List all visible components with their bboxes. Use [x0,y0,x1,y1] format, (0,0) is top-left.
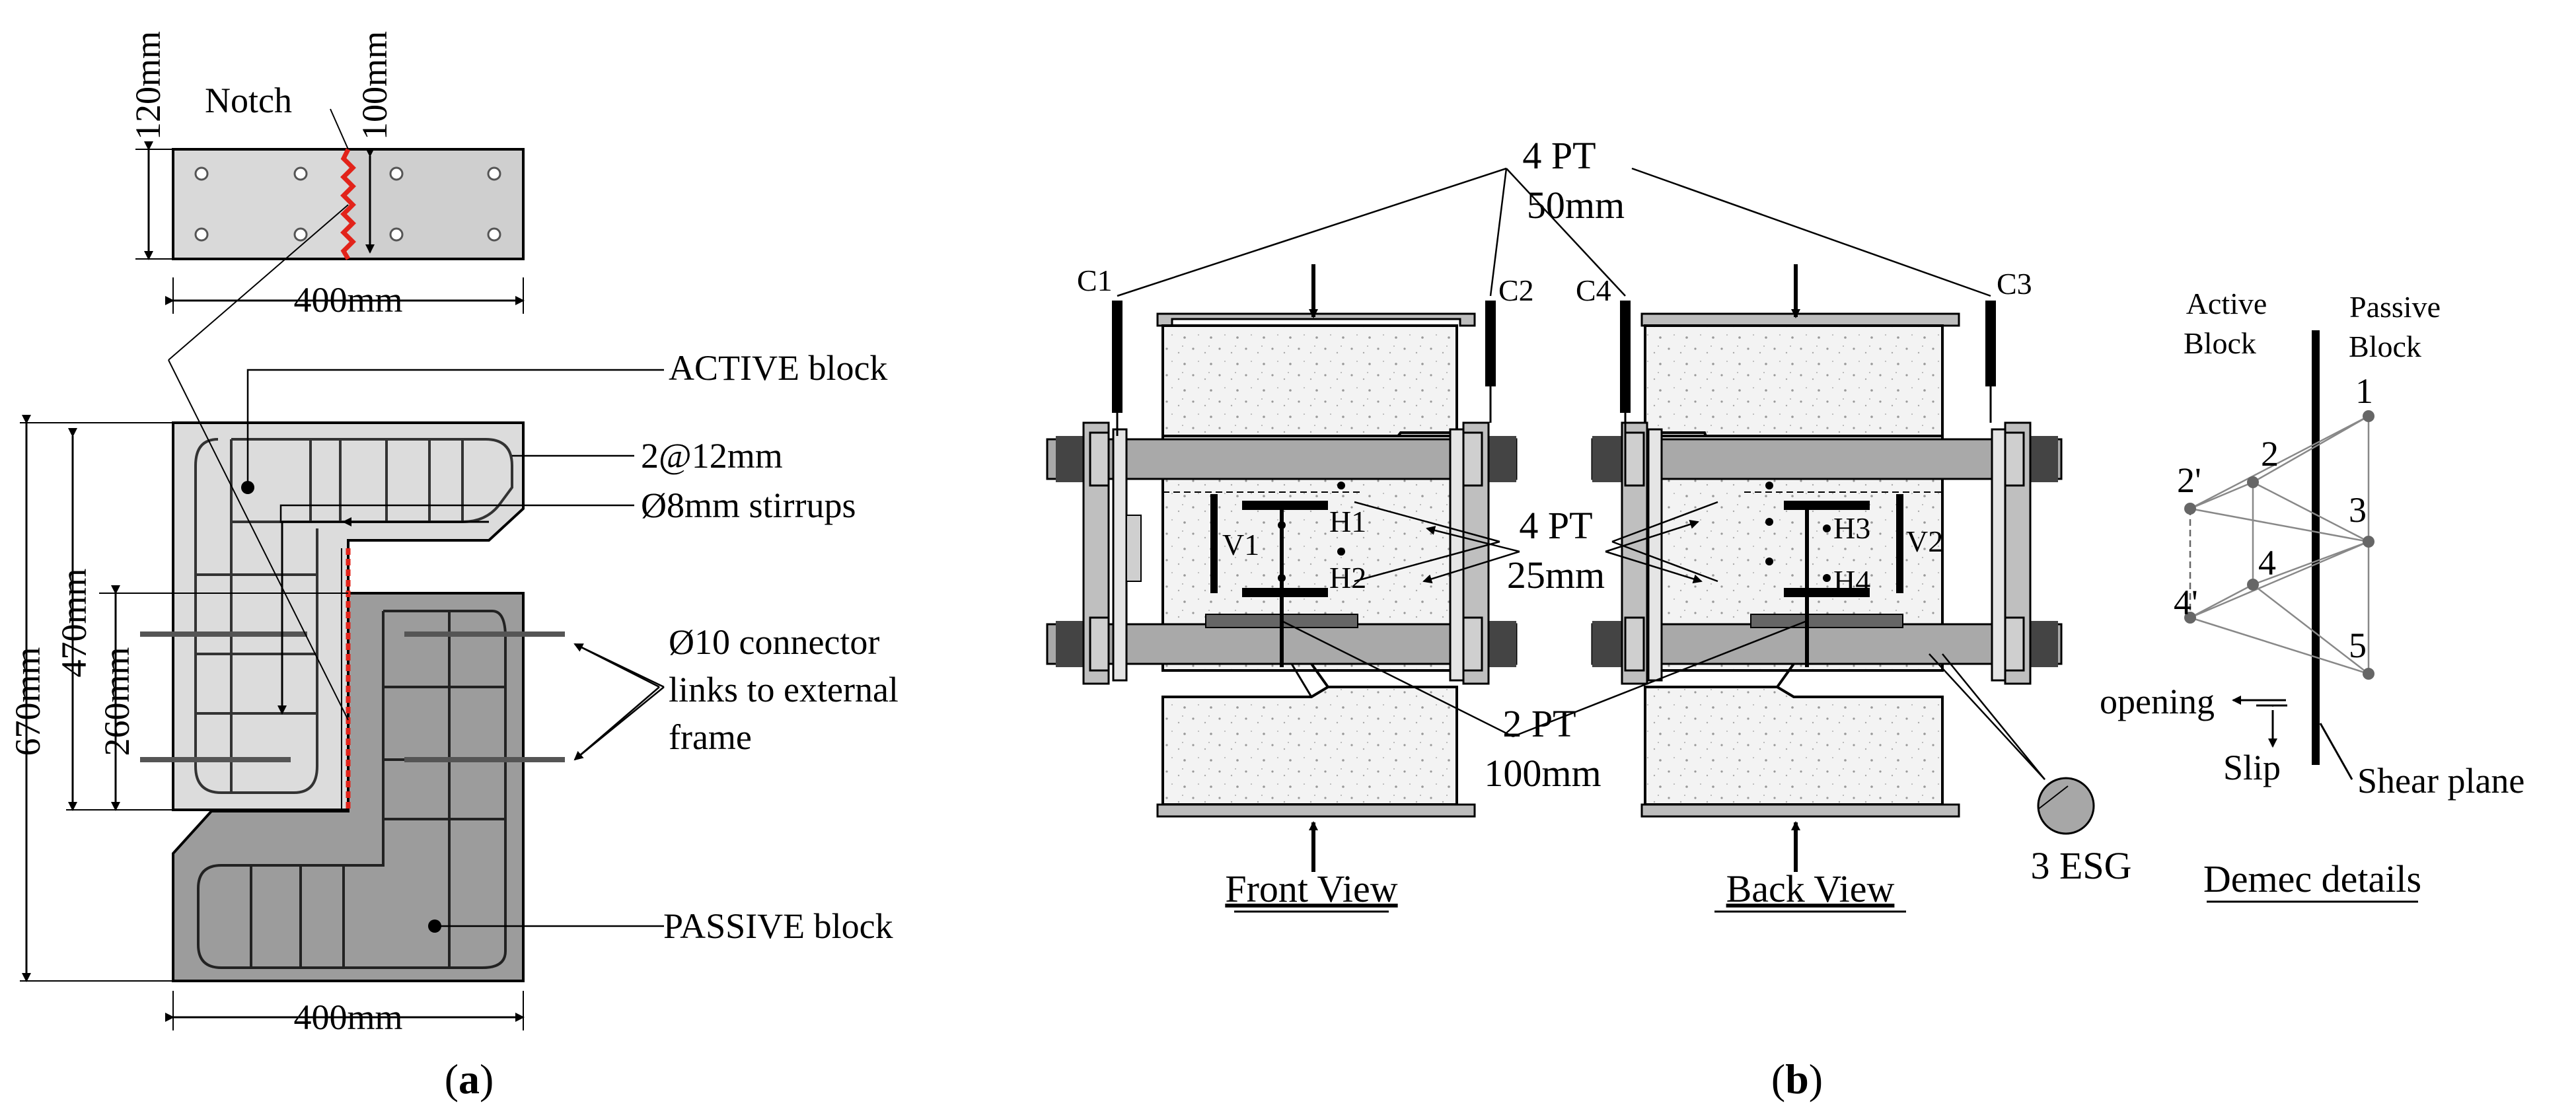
pt-25-label: 4 PT [1519,504,1592,547]
dim-400mm-top-label: 400mm [293,280,402,320]
bars-label: 2@12mm [641,436,783,476]
front-view-label: Front View [1225,867,1397,910]
connector-label-line3: frame [669,717,752,757]
c1-label: C1 [1077,264,1113,297]
demec-shear-plane-label: Shear plane [2357,761,2524,801]
demec-point-4-prime: 4' [2174,583,2198,622]
dim-100mm-label: 100mm [355,31,394,140]
pt-25mm-label: 25mm [1507,554,1605,596]
plan-view [135,108,525,314]
notch-line [340,148,356,260]
c4-label: C4 [1576,273,1611,307]
dim-260mm-label: 260mm [97,647,137,756]
demec-opening-label: opening [2100,682,2215,721]
stirrups-label: Ø8mm stirrups [641,486,856,525]
caption-b: (b) [1771,1056,1823,1102]
notch-label: Notch [205,81,292,120]
back-view [1591,264,2063,872]
passive-block-label: PASSIVE block [663,906,893,946]
demec-title: Demec details [2203,857,2421,900]
h4-label: H4 [1833,564,1870,598]
pt-50-label: 4 PT [1522,134,1596,177]
dim-400mm-bottom-label: 400mm [293,997,402,1037]
dim-670mm-label: 670mm [8,647,48,756]
connector-label-line2: links to external [669,670,899,709]
esg-label: 3 ESG [2030,844,2131,887]
esg-callout [1929,653,2095,835]
demec-point-2-prime: 2' [2177,460,2201,500]
demec-slip-label: Slip [2223,748,2281,787]
demec-point-1: 1 [2355,371,2373,411]
demec-details: Active Block Passive Block 1 2 2' 3 4 4'… [2100,287,2524,903]
demec-passive-label-1: Passive [2349,290,2441,324]
dim-120mm-label: 120mm [128,31,168,140]
h1-label: H1 [1329,505,1366,538]
figure-a: 120mm Notch 100mm 400mm ACTIVE block 2@1… [8,31,899,1102]
active-block-label: ACTIVE block [669,348,887,388]
demec-active-label-1: Active [2186,287,2267,320]
h3-label: H3 [1833,511,1870,545]
pt-50mm-label: 50mm [1527,184,1625,227]
pt-2-label: 2 PT [1502,702,1576,745]
v2-label: V2 [1906,524,1943,558]
demec-point-3: 3 [2349,490,2367,530]
v1-label: V1 [1222,528,1259,561]
pt-100mm-label: 100mm [1484,752,1601,795]
figure-b: 4 PT 50mm C1 C2 C4 C3 V1 H1 H2 H3 H4 V2 … [1046,134,2132,1102]
h2-label: H2 [1329,561,1366,595]
elevation-view [140,204,565,982]
c2-label: C2 [1498,273,1534,307]
caption-a: (a) [445,1056,494,1102]
dim-470mm-label: 470mm [54,568,94,677]
front-view [1046,264,1518,872]
demec-passive-label-2: Block [2349,330,2421,363]
demec-point-4: 4 [2258,543,2276,583]
c3-label: C3 [1997,267,2032,301]
demec-point-5: 5 [2349,626,2367,665]
back-view-label: Back View [1726,867,1895,910]
demec-point-2: 2 [2261,434,2279,474]
connector-label-line1: Ø10 connector [669,622,879,662]
demec-active-label-2: Block [2184,326,2256,360]
